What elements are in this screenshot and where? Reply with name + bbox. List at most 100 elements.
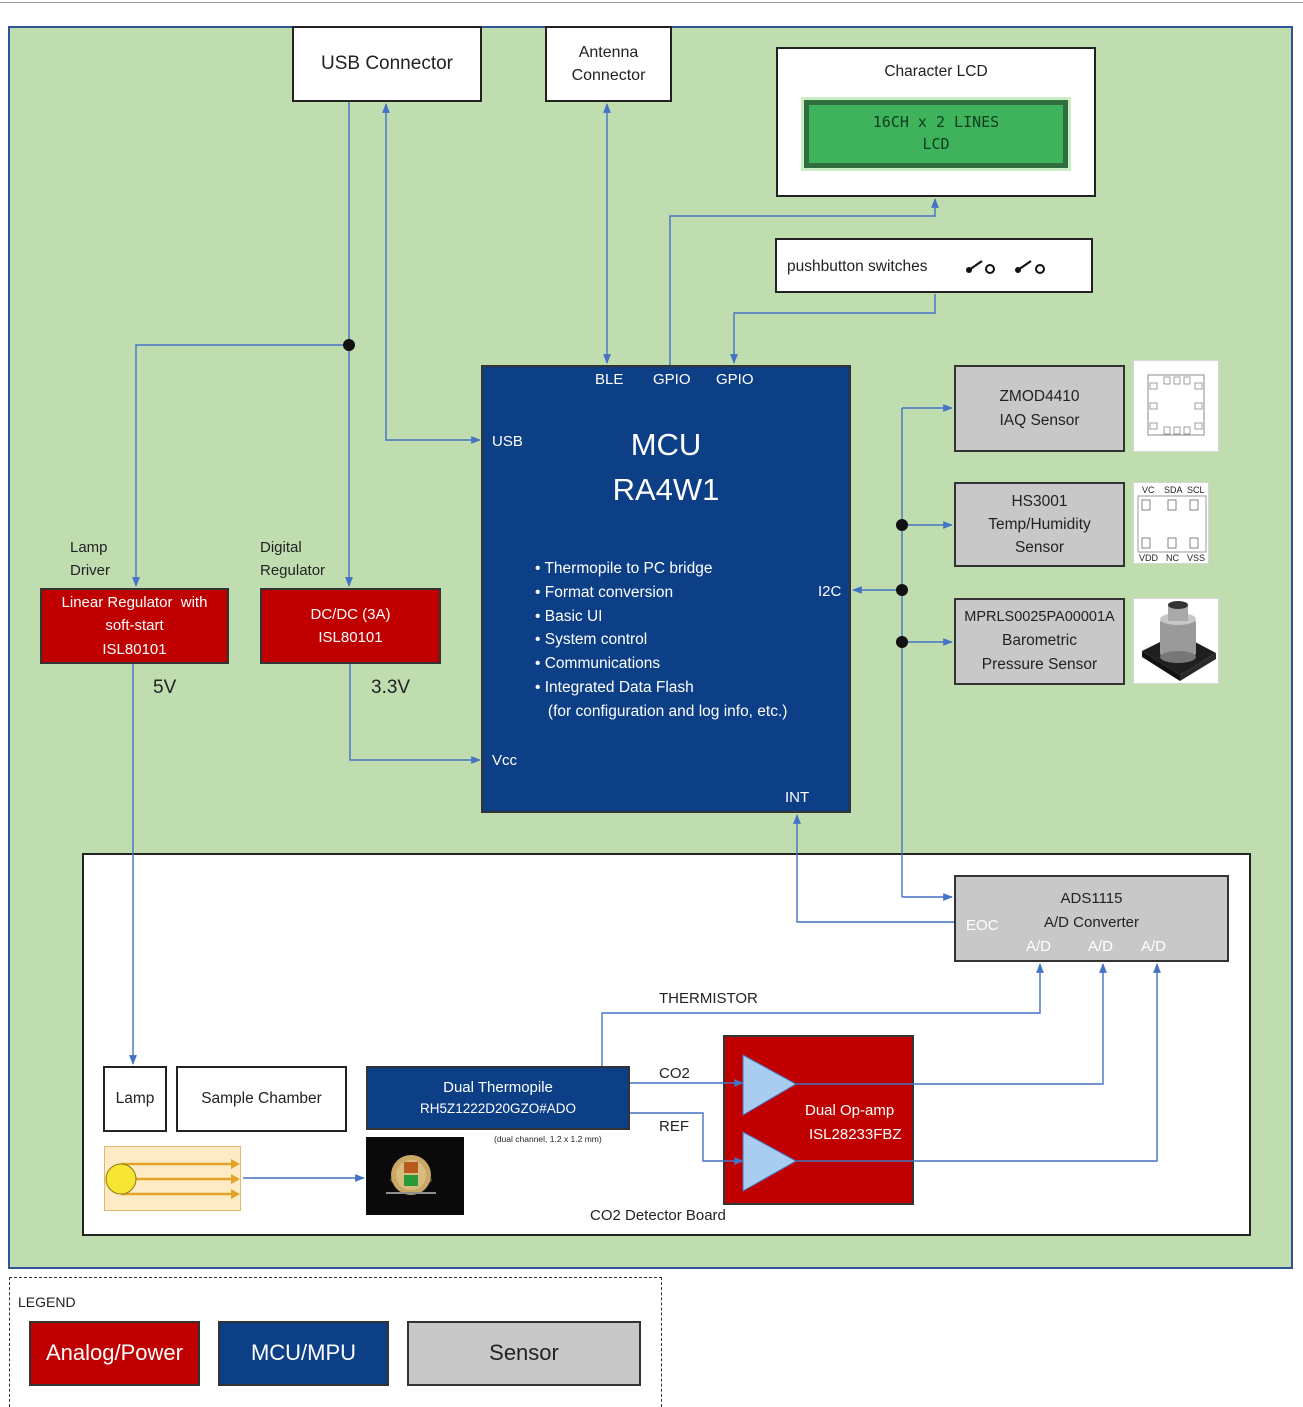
adc-pin-2: A/D <box>1088 938 1114 955</box>
lamp-driver-line3: ISL80101 <box>102 640 167 658</box>
thermopile-sensor-icon <box>386 1155 436 1195</box>
pushbutton-label: pushbutton switches <box>787 258 928 275</box>
lamp-illustration <box>104 1146 241 1211</box>
hs3001-line3: Sensor <box>1014 539 1065 557</box>
mcu-feature: • System control <box>535 631 648 649</box>
hs3001-line1: HS3001 <box>1011 492 1068 510</box>
hs3001-pin-label: VC <box>1142 485 1155 495</box>
hs3001-pin-label: SCL <box>1187 485 1205 495</box>
mcu-feature: • Communications <box>535 655 661 673</box>
thermopile-note: (dual channel, 1.2 x 1.2 mm) <box>494 1134 602 1144</box>
opamp-line2: ISL28233FBZ <box>809 1126 902 1143</box>
adc-line2: A/D Converter <box>1043 914 1140 931</box>
hs3001-pin-label: SDA <box>1164 485 1183 495</box>
hs3001-pin-label: VDD <box>1139 553 1159 563</box>
hs3001-package-image: VC SDA SCL VDD NC VSS <box>1133 482 1209 564</box>
pushbutton-switches: pushbutton switches <box>775 238 1093 293</box>
ref-label: REF <box>659 1118 689 1135</box>
mcu-pin-usb: USB <box>492 433 523 450</box>
lcd-title: Character LCD <box>884 63 988 80</box>
digital-regulator: DC/DC (3A) ISL80101 <box>260 588 441 664</box>
lamp-driver-caption-1: Lamp <box>70 539 108 556</box>
digital-regulator-line1: DC/DC (3A) <box>310 605 391 623</box>
adc-pin-1: A/D <box>1026 938 1052 955</box>
zmod-pinout-icon <box>1147 374 1205 436</box>
thermistor-label: THERMISTOR <box>659 990 758 1007</box>
lcd-screen-frame: 16CH x 2 LINES LCD <box>801 97 1071 171</box>
mcu-pin-gpio1: GPIO <box>653 371 691 388</box>
legend-sensor-label: Sensor <box>489 1340 559 1366</box>
mcu-feature: (for configuration and log info, etc.) <box>535 702 788 720</box>
adc-pin-3: A/D <box>1141 938 1167 955</box>
mcu-title-line1: MCU <box>630 427 702 462</box>
lamp-driver-line2: soft-start <box>105 617 164 635</box>
digital-voltage: 3.3V <box>371 677 411 698</box>
mprls-line2: Barometric <box>1002 631 1077 649</box>
digital-regulator-caption-2: Regulator <box>260 562 326 579</box>
digital-regulator-caption-1: Digital <box>260 539 302 556</box>
adc-eoc: EOC <box>966 917 999 934</box>
digital-regulator-line2: ISL80101 <box>318 629 383 646</box>
legend-sensor: Sensor <box>407 1321 641 1386</box>
antenna-label-line2: Connector <box>571 67 646 84</box>
legend-title: LEGEND <box>18 1294 76 1310</box>
mcu-pin-gpio2: GPIO <box>716 371 754 388</box>
antenna-connector: Antenna Connector <box>545 26 672 102</box>
legend-mcu-mpu: MCU/MPU <box>218 1321 389 1386</box>
hs3001-pinout-icon <box>1137 495 1207 553</box>
mcu-pin-ble: BLE <box>595 371 624 388</box>
mcu-feature: • Thermopile to PC bridge <box>535 560 713 577</box>
adc-line1: ADS1115 <box>1060 890 1123 907</box>
usb-connector-label: USB Connector <box>320 52 453 74</box>
thermopile-photo <box>366 1137 464 1215</box>
mcu-pin-i2c: I2C <box>818 583 842 600</box>
sample-chamber: Sample Chamber <box>176 1066 347 1132</box>
zmod-line1: ZMOD4410 <box>999 388 1080 406</box>
hs3001-line2: Temp/Humidity <box>988 515 1091 533</box>
zmod4410-sensor: ZMOD4410 IAQ Sensor <box>954 365 1125 452</box>
dual-thermopile: Dual Thermopile RH5Z1222D20GZO#ADO <box>366 1066 630 1130</box>
lamp-driver-line1: Linear Regulator with <box>61 594 208 612</box>
character-lcd: Character LCD 16CH x 2 LINES LCD <box>776 47 1096 197</box>
hs3001-pin-label: VSS <box>1187 553 1206 563</box>
hs3001-sensor: HS3001 Temp/Humidity Sensor <box>954 482 1125 567</box>
mcu-title-line2: RA4W1 <box>612 472 720 507</box>
light-rays-icon <box>105 1159 240 1199</box>
pressure-sensor-icon <box>1142 601 1216 681</box>
hs3001-pin-label: NC <box>1166 553 1179 563</box>
mprls-sensor: MPRLS0025PA00001A Barometric Pressure Se… <box>954 598 1125 685</box>
top-rule <box>0 2 1303 3</box>
mprls-line3: Pressure Sensor <box>981 655 1098 673</box>
mcu-feature: • Integrated Data Flash <box>535 678 694 696</box>
lamp-driver-regulator: Linear Regulator with soft-start ISL8010… <box>40 588 229 664</box>
legend-analog-label: Analog/Power <box>46 1340 183 1366</box>
sample-chamber-label: Sample Chamber <box>201 1090 322 1108</box>
legend-analog-power: Analog/Power <box>29 1321 200 1386</box>
mcu-block: MCU RA4W1 BLE GPIO GPIO USB I2C Vcc INT … <box>481 365 851 813</box>
lamp-driver-caption-2: Driver <box>70 562 110 579</box>
lcd-line1: 16CH x 2 LINES <box>872 113 1000 132</box>
lamp-box: Lamp <box>103 1066 167 1132</box>
legend: LEGEND Analog/Power MCU/MPU Sensor <box>9 1277 662 1407</box>
mcu-pin-int: INT <box>785 789 810 806</box>
thermopile-line1: Dual Thermopile <box>443 1078 553 1096</box>
mcu-pin-vcc: Vcc <box>492 752 518 769</box>
mprls-package-image <box>1133 598 1219 684</box>
lcd-screen: 16CH x 2 LINES LCD <box>804 100 1068 168</box>
zmod-package-image <box>1133 360 1219 452</box>
mprls-line1: MPRLS0025PA00001A <box>964 609 1115 626</box>
detector-board-label: CO2 Detector Board <box>590 1207 726 1224</box>
lamp-label: Lamp <box>115 1090 155 1108</box>
thermopile-line2: RH5Z1222D20GZO#ADO <box>419 1101 577 1117</box>
legend-mcu-label: MCU/MPU <box>250 1340 357 1366</box>
switch-icon <box>966 260 1045 274</box>
adc-converter: ADS1115 A/D Converter EOC A/D A/D A/D <box>954 875 1229 962</box>
mcu-feature: • Format conversion <box>535 583 674 601</box>
lcd-line2: LCD <box>922 135 950 153</box>
antenna-label-line1: Antenna <box>578 43 639 61</box>
mcu-feature: • Basic UI <box>535 607 603 625</box>
mcu-feature-list: • Thermopile to PC bridge • Format conve… <box>535 557 787 724</box>
usb-connector: USB Connector <box>292 26 482 102</box>
zmod-line2: IAQ Sensor <box>999 411 1080 429</box>
dual-opamp: Dual Op-amp ISL28233FBZ <box>723 1035 914 1205</box>
